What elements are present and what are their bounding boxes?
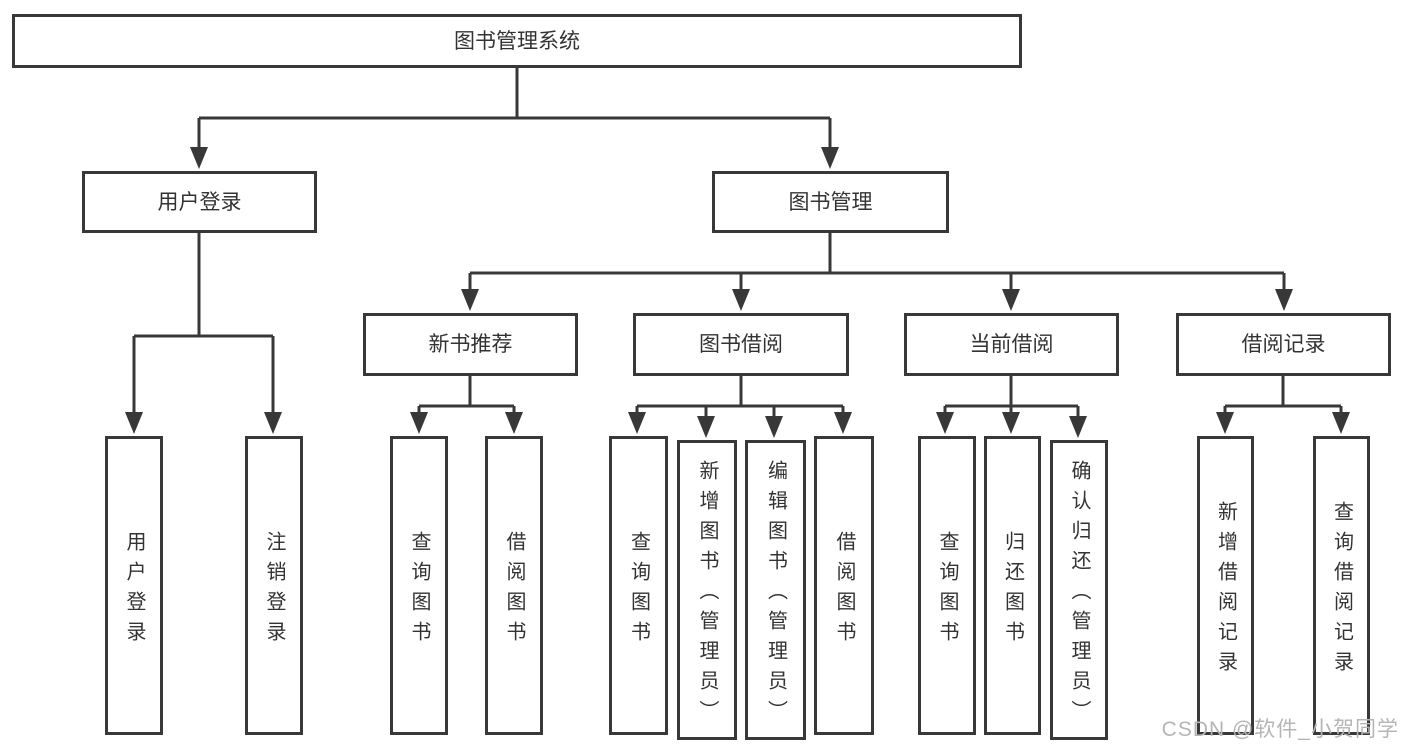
node-book-management: 图书管理 bbox=[712, 171, 949, 233]
leaf-borrow-books: 借阅图书 bbox=[814, 436, 874, 735]
leaf-query-books-borrow: 查询图书 bbox=[609, 436, 668, 735]
leaf-query-books-current: 查询图书 bbox=[918, 436, 976, 735]
node-root: 图书管理系统 bbox=[12, 14, 1022, 68]
leaf-query-books-recommend: 查询图书 bbox=[390, 436, 448, 735]
leaf-confirm-return-admin: 确认归还（管理员） bbox=[1050, 440, 1108, 740]
node-current-borrow: 当前借阅 bbox=[904, 313, 1119, 376]
leaf-user-login: 用户登录 bbox=[105, 436, 163, 735]
leaf-query-borrow-record: 查询借阅记录 bbox=[1313, 436, 1370, 735]
leaf-add-borrow-record: 新增借阅记录 bbox=[1197, 436, 1254, 735]
leaf-edit-books-admin: 编辑图书（管理员） bbox=[745, 440, 806, 740]
node-new-book-recommend: 新书推荐 bbox=[363, 313, 578, 376]
leaf-return-books: 归还图书 bbox=[984, 436, 1041, 735]
node-book-borrow: 图书借阅 bbox=[633, 313, 849, 376]
leaf-logout: 注销登录 bbox=[245, 436, 303, 735]
leaf-add-books-admin: 新增图书（管理员） bbox=[677, 440, 737, 740]
leaf-borrow-books-recommend: 借阅图书 bbox=[485, 436, 543, 735]
node-borrow-records: 借阅记录 bbox=[1176, 313, 1391, 376]
node-user-login: 用户登录 bbox=[82, 171, 317, 233]
watermark: CSDN @软件_小贺同学 bbox=[1161, 718, 1399, 741]
